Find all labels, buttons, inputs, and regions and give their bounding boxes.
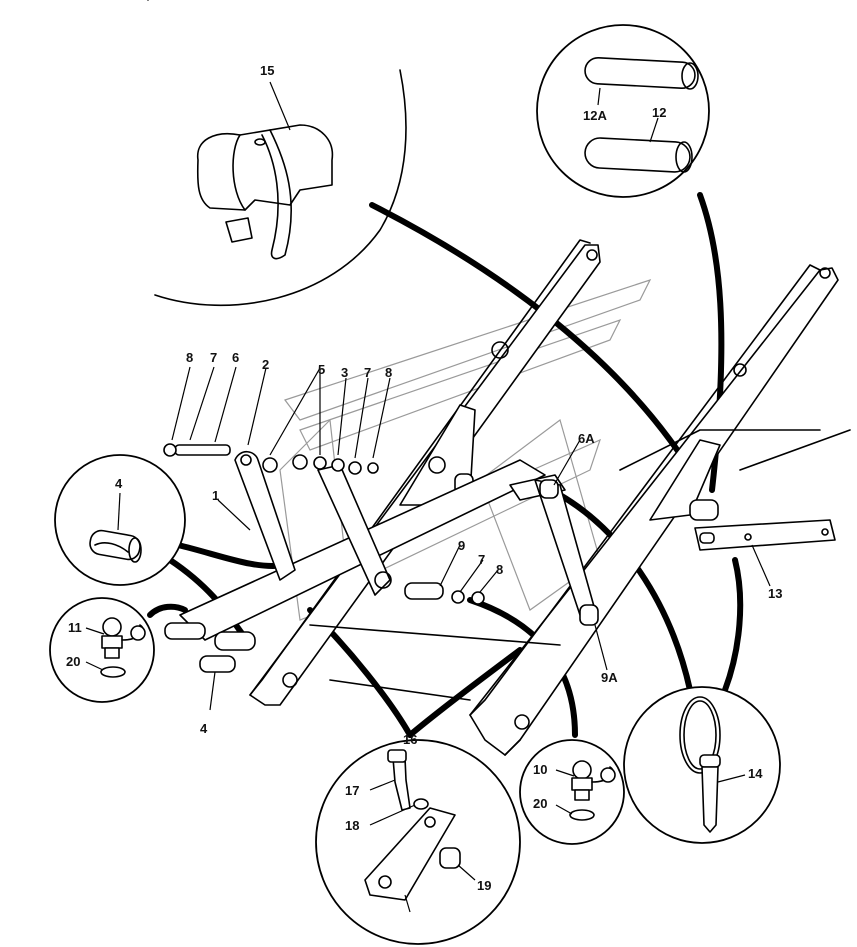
inset-15-bushing: [147, 0, 407, 307]
label-12: 12: [652, 105, 666, 120]
label-20: 20: [66, 654, 80, 669]
inset-11-grease-fitting: [49, 597, 155, 703]
label-16-top: 16: [403, 732, 417, 747]
label-10: 10: [533, 762, 547, 777]
inset-16-plate: [315, 739, 521, 945]
label-9A: 9A: [601, 670, 618, 685]
label-19: 19: [477, 878, 491, 893]
inset-4-pin: [54, 454, 186, 586]
linkage-parts: [163, 443, 719, 673]
label-8c: 8: [496, 562, 503, 577]
right-boom-arm: [469, 264, 851, 756]
part-labels: 15 12A 12 8 7 6 2 5 3 7 8 4 1 6A 9 7 8 1…: [66, 63, 782, 893]
left-boom-arm: [249, 239, 601, 706]
inset-10-grease-fitting: [519, 739, 625, 845]
label-17: 17: [345, 783, 359, 798]
label-11: 11: [68, 620, 82, 635]
label-4b: 4: [200, 721, 208, 736]
label-5: 5: [318, 362, 325, 377]
label-13: 13: [768, 586, 782, 601]
label-7b: 7: [364, 365, 371, 380]
label-14: 14: [748, 766, 763, 781]
label-18: 18: [345, 818, 359, 833]
label-7: 7: [210, 350, 217, 365]
leader-lines: [171, 81, 771, 711]
label-8: 8: [186, 350, 193, 365]
label-7c: 7: [478, 552, 485, 567]
label-20b: 20: [533, 796, 547, 811]
label-8b: 8: [385, 365, 392, 380]
label-12A: 12A: [583, 108, 607, 123]
label-6A: 6A: [578, 431, 595, 446]
label-6: 6: [232, 350, 239, 365]
label-15: 15: [260, 63, 274, 78]
label-9: 9: [458, 538, 465, 553]
label-3: 3: [341, 365, 348, 380]
label-2: 2: [262, 357, 269, 372]
inset-12-pins: [536, 24, 710, 198]
inset-14-lynch-pin: [623, 686, 781, 844]
label-1: 1: [212, 488, 219, 503]
label-4: 4: [115, 476, 123, 491]
